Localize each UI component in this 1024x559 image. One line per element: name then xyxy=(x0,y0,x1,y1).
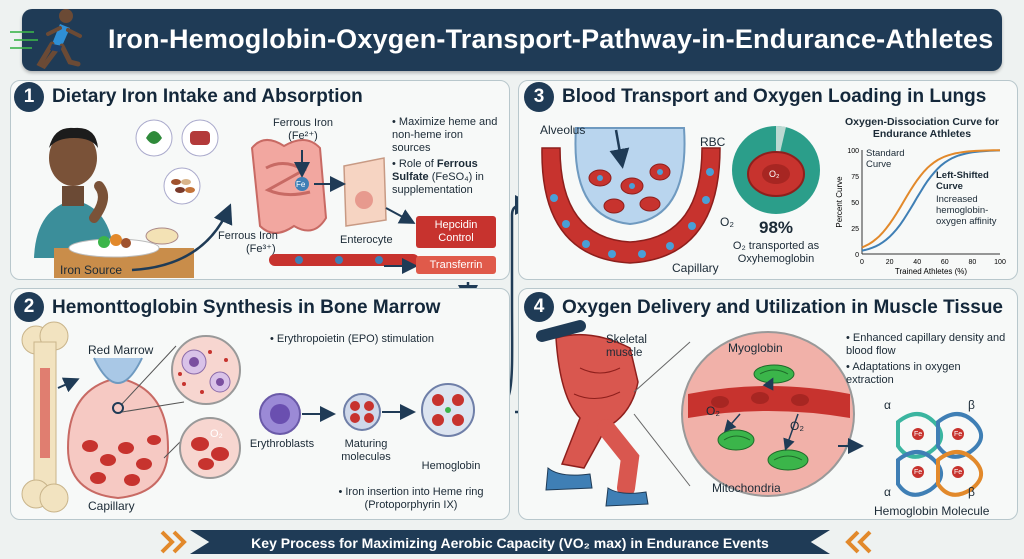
enterocyte-icon xyxy=(343,157,387,227)
hemoglobin-molecule-label: Hemoglobin Molecule xyxy=(874,504,990,518)
enterocyte-label: Enterocyte xyxy=(340,234,393,246)
y-tick-label: 75 xyxy=(851,174,859,181)
bullet-oxygen-extraction: • Adaptations in oxygen extraction xyxy=(846,361,961,386)
panel-title: Oxygen Delivery and Utilization in Muscl… xyxy=(562,297,1003,318)
hepcidin-control-box: Hepcidin Control xyxy=(416,216,496,248)
bullet-heme-sources: • Maximize heme and non-heme iron source… xyxy=(392,116,498,154)
leg-muscle-icon xyxy=(536,320,649,507)
x-axis-label: Trained Athletes (%) xyxy=(895,267,968,276)
left-shifted-curve-line xyxy=(861,149,1000,249)
capillary-label: Capillary xyxy=(88,499,135,513)
fe-label: Fe xyxy=(914,469,923,476)
iron-absorption-illustration xyxy=(34,119,419,278)
x-tick-label: 80 xyxy=(969,259,977,266)
x-tick-label: 0 xyxy=(860,259,864,266)
iron-source-label: Iron Source xyxy=(60,263,123,277)
red-marrow-label: Red Marrow xyxy=(88,343,154,357)
alveolus-label: Alveolus xyxy=(540,123,586,137)
fe-label: Fe xyxy=(914,431,923,438)
o2-label: O₂ xyxy=(210,428,223,440)
page-title: Iron-Hemoglobin-Oxygen-Transport-Pathway… xyxy=(108,24,994,54)
panel-title: Hemonttoglobin Synthesis in Bone Marrow xyxy=(52,297,441,318)
y-tick-label: 50 xyxy=(851,200,859,207)
chevron-left-icon xyxy=(845,530,872,554)
alpha-label-top: α xyxy=(884,398,891,412)
fe-label: Fe xyxy=(296,180,306,189)
bullet-ferrous-sulfate: • Role of Ferrous Sulfate (FeSO₄) in sup… xyxy=(392,158,484,196)
panel-number: 2 xyxy=(14,292,44,322)
curve-title: Oxygen-Dissociation Curve for Endurance … xyxy=(844,116,1000,140)
transferrin-box: Transferrin xyxy=(416,256,496,274)
ferrous-iron-top-label: Ferrous Iron xyxy=(273,117,333,129)
rbc-label: RBC xyxy=(700,135,726,149)
left-shifted-description: Increased hemoglobin-oxygen affinity xyxy=(936,194,997,227)
alpha-label-bottom: α xyxy=(884,485,891,499)
bone-icon xyxy=(21,321,69,513)
athlete-eating-icon xyxy=(34,127,194,278)
panel-title: Dietary Iron Intake and Absorption xyxy=(52,86,363,107)
lung-capillary-illustration xyxy=(541,125,820,264)
panel-number: 1 xyxy=(14,82,44,112)
o2-label: O₂ xyxy=(720,215,734,229)
o2-label-right: O₂ xyxy=(790,419,804,433)
bullet-iron-insertion: • Iron insertion into Heme ring (Protopo… xyxy=(338,486,484,511)
panel-number: 4 xyxy=(524,292,554,322)
fe-label: Fe xyxy=(954,431,963,438)
hemoglobin-label: Hemoglobin xyxy=(421,460,481,472)
percent-value: 98% xyxy=(758,218,794,237)
title-banner xyxy=(22,9,1002,71)
fe-label: Fe xyxy=(954,469,963,476)
y-tick-label: 100 xyxy=(847,148,859,155)
erythroblasts-label: Erythroblasts xyxy=(249,438,315,450)
ferrous-iron-bottom-label: Ferrous Iron xyxy=(218,230,278,242)
bone-marrow-illustration xyxy=(21,321,475,513)
left-shifted-label: Left-Shifted Curve xyxy=(936,170,989,192)
bottom-banner xyxy=(190,530,830,554)
pie-o2-label: O₂ xyxy=(769,169,780,179)
y-axis-label: Percent Curve xyxy=(835,176,844,228)
y-tick-label: 25 xyxy=(851,226,859,233)
bullet-capillary-density: • Enhanced capillary density and blood f… xyxy=(846,332,1006,357)
oxygen-dissociation-chart: 100 75 50 25 0 0 20 40 60 80 100 Percent Curve Tr… xyxy=(835,148,1006,276)
chevron-right-icon xyxy=(160,530,187,554)
runner-icon xyxy=(10,9,82,70)
y-tick-label: 0 xyxy=(855,252,859,259)
standard-curve-label: Standard Curve xyxy=(866,148,905,170)
x-tick-label: 40 xyxy=(913,259,921,266)
maturing-molecules-label: Maturing moleculəs xyxy=(341,438,391,463)
ferrous-iron-bottom-formula: (Fe³⁺) xyxy=(246,243,276,255)
x-tick-label: 60 xyxy=(941,259,949,266)
o2-label-left: O₂ xyxy=(706,404,720,418)
panel-title: Blood Transport and Oxygen Loading in Lu… xyxy=(562,86,987,107)
muscle-tissue-illustration xyxy=(536,320,983,507)
capillary-label: Capillary xyxy=(672,261,719,275)
mitochondria-label: Mitochondria xyxy=(712,481,781,495)
beta-label-bottom: β xyxy=(968,485,975,499)
x-tick-label: 100 xyxy=(994,259,1006,266)
hemoglobin-molecule-icon xyxy=(896,412,983,497)
myoglobin-label: Myoglobin xyxy=(728,341,783,355)
percent-caption: O₂ transported as Oxyhemoglobin xyxy=(732,240,820,265)
skeletal-muscle-label: Skeletal muscle xyxy=(606,334,647,359)
x-tick-label: 20 xyxy=(886,259,894,266)
panel-number: 3 xyxy=(524,82,554,112)
bullet-epo: • Erythropoietin (EPO) stimulation xyxy=(270,333,435,345)
intestine-icon xyxy=(250,139,328,234)
beta-label-top: β xyxy=(968,398,975,412)
bottom-banner-text: Key Process for Maximizing Aerobic Capac… xyxy=(251,535,769,551)
ferrous-iron-top-formula: (Fe²⁺) xyxy=(288,130,318,142)
